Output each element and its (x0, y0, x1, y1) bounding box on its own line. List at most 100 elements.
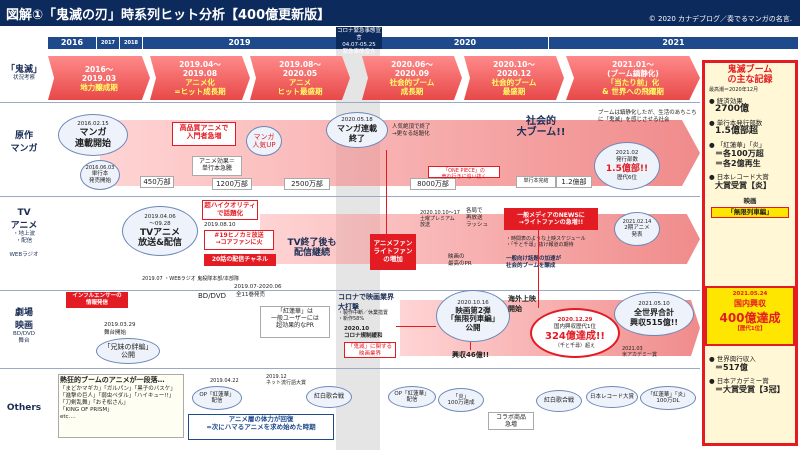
records-title: 鬼滅ブーム の主な記録 (727, 65, 773, 85)
row-title: 「鬼滅」 (5, 65, 42, 75)
kouhaku2-oval: 紅白歌合戦 (536, 390, 582, 412)
anime-fatigue-box: アニメ層の体力が回復 =次にハマるアニメを求め始めた時期 (188, 414, 334, 440)
phase-dates: 2019.08〜 2020.05 (279, 60, 321, 78)
covid-label-note: 緊急事態宣言 (342, 49, 376, 55)
manga-sales-5: 1.2億部 (556, 176, 592, 188)
manga-final-date: 2021.02 (615, 150, 639, 157)
anime-effect-box: アニメ効果＝ 単行本急騰 (192, 156, 242, 176)
phase-label: 地力醸成期 (80, 82, 118, 92)
row-title: アニメ (10, 221, 38, 231)
manga-end-oval: 2020.05.18 マンガ連載 終了 (326, 112, 388, 148)
phase-label: 社会的ブーム 成長期 (389, 78, 435, 96)
tv-news-box: 一般メディアのNEWSに →ライトファンの急増!! (504, 208, 598, 230)
manga-start-label: マンガ 連載開始 (74, 128, 111, 149)
social-note: ブームは鎮静化したが、生活のあちこちに「鬼滅」を感じさせる社会 (598, 110, 697, 123)
record-oval: 2020.12.29 国内興収歴代1位 324億達成!! （千と千尋）超え (530, 308, 620, 358)
page-title: 図解①「鬼滅の刃」時系列ヒット分析【400億更新版】 (6, 8, 331, 23)
year-2016: 2016 (48, 37, 96, 49)
economy-value: 2700億 (715, 104, 750, 114)
phase-dates: 2020.06〜 2020.09 (391, 60, 433, 78)
manga-vol1-oval: 2016.06.03 単行本 発売開始 (80, 160, 120, 190)
manga-final-oval: 2021.02 発行部数 1.5億部!! 歴代6位 (594, 142, 660, 190)
bd-label: BD/DVD (198, 292, 226, 300)
row-label-movie: 劇場 映画 BD/DVD 舞台 (0, 305, 48, 345)
op1-oval: OP「紅蓮華」 配信 (192, 386, 242, 410)
boxoffice-46: 興収46億!! (452, 351, 490, 359)
covid-ease-sub: 「鬼滅」に関する 映画業界 (344, 342, 396, 358)
covid-label-dates: 04.07-05.25 (342, 42, 376, 48)
academy-label: ● 日本アカデミー賞 (709, 377, 769, 385)
copies-label: ● 単行本発行部数 (709, 119, 763, 127)
year-2018: 2018 (120, 37, 142, 49)
phase-dates: 2019.04〜 2019.08 (179, 60, 221, 78)
final-rank: 【歴代1位】 (734, 326, 766, 332)
song-value-2: ＝各2億再生 (715, 159, 761, 168)
tv-quality-box: 超ハイクオリティ で話題化 (202, 200, 258, 220)
tv-ep20-box: 20話の配信チャネル (204, 254, 276, 266)
final-date: 2021.05.24 (732, 291, 768, 297)
manga-finish-note: 人気絶頂で終了 →更なる話題化 (392, 124, 431, 137)
world-boxoffice-oval: 2021.05.10 全世界合計 興収515億!! (614, 292, 694, 336)
social-boom-label: 社会的 大ブーム!! (516, 116, 566, 138)
tv-stage-note: ・時間表のような上映スケジュール ・「千と千尋」抜け報道の期待 (506, 236, 586, 248)
manga-sales-4: 8000万部 (410, 178, 456, 190)
row-subtitle: ・地上波 ・配信 WEBラジオ (9, 231, 39, 258)
manga-start-oval: 2016.02.15 マンガ 連載開始 (58, 114, 128, 156)
quality-anime-box: 高品質アニメで 入門者急増 (172, 122, 236, 146)
stage-title-oval: 「兄妹の絆編」 公開 (96, 338, 160, 364)
collab-box: コラボ商品 急増 (488, 412, 534, 430)
tv-fan-increase-box: アニメファン ライトファン の増加 (370, 234, 416, 270)
connector-line (396, 326, 436, 327)
manga-final-value: 1.5億部!! (605, 164, 649, 175)
record-sub: （千と千尋）超え (554, 342, 595, 349)
manga-end-date: 2020.05.18 (341, 117, 373, 124)
final-value: 400億達成 (719, 311, 781, 325)
covid-ease-label: 2020.10 コロナ規制緩和 (344, 326, 383, 339)
record-label: ● 日本レコード大賞 (709, 173, 769, 181)
copies-value: 1.5億部超 (715, 126, 758, 136)
op1-date: 2019.04.22 (210, 378, 239, 384)
connector-line (386, 150, 387, 234)
manga-vol1-label: 単行本 発売開始 (88, 171, 111, 184)
ep-label: ネット流行語大賞 (266, 380, 307, 386)
kouhaku-oval: 紅白歌合戦 (306, 386, 352, 408)
row-label-tv: TV アニメ ・地上波 ・配信 WEBラジオ (0, 208, 48, 259)
tv-webradio: 2019.07 ・WEBラジオ 鬼殺隊本部/本部隊 (142, 276, 239, 282)
overseas-label: 海外上映 開始 (508, 295, 536, 313)
tv-s2-date: 2021.02.14 (622, 219, 652, 225)
covid-hit-label: コロナで映画業界 大打撃 (338, 293, 394, 311)
phase-label: 「当たり前」化 & 世界への飛躍期 (602, 78, 664, 96)
row-divider (0, 368, 700, 369)
bd-dates: 2019.07-2020.06 (234, 284, 282, 290)
tv-start-oval: 2019.04.06 〜09.28 TVアニメ 放送&配信 (122, 206, 198, 256)
header-bar: 図解①「鬼滅の刃」時系列ヒット分析【400億更新版】 © 2020 カナデブログ… (0, 0, 800, 26)
song2-oval: 「炎」 100万達成 (438, 388, 484, 412)
year-2020: 2020 (382, 37, 548, 49)
credit-text: © 2020 カナデブログ／奏でるマンガの名言. (648, 15, 792, 23)
bd-note: 全11巻発売 (236, 292, 265, 298)
influencer-box: インフルエンサーの 情報発信 (66, 292, 128, 308)
onepiece-note: 「ONE PIECE」の 売れ行きに追い抜く (428, 166, 500, 180)
record-date: 2020.12.29 (557, 317, 593, 324)
row-title: 劇場 (14, 308, 33, 318)
row-title: マンガ (10, 144, 38, 154)
tv-start-date: 2019.04.06 〜09.28 (144, 213, 176, 227)
phase-arrow-6: 2021.01〜 (ブーム鎮静化)「当たり前」化 & 世界への飛躍期 (566, 56, 700, 100)
phase-dates: 2016〜 2019.03 (81, 64, 117, 83)
row-title: 原作 (14, 131, 33, 141)
manga-sales-2: 1200万部 (212, 178, 252, 190)
tv-lightfans-note: 一般向け話題の加速が 社会的ブームを醸成 (506, 256, 562, 269)
movie-release-label: 映画第2弾 「無限列車編」 公開 (446, 305, 500, 332)
covid-label-title: コロナ緊急事態宣言 (336, 28, 381, 41)
manga-vol-complete: 単行本完結 (516, 176, 556, 188)
tv-start-label: TVアニメ 放送&配信 (138, 227, 182, 248)
manga-final-rank: 歴代6位 (617, 174, 637, 181)
row-label-others: Others (0, 403, 48, 413)
manga-popularity-oval: マンガ 人気UP (246, 126, 282, 156)
year-2019: 2019 (143, 37, 336, 49)
records-asof: 最高潮＝2020年12月 (709, 87, 759, 93)
ep-date: 2019.12 (266, 374, 287, 380)
row-label-kimetsu: 「鬼滅」 状況考察 (0, 62, 48, 82)
